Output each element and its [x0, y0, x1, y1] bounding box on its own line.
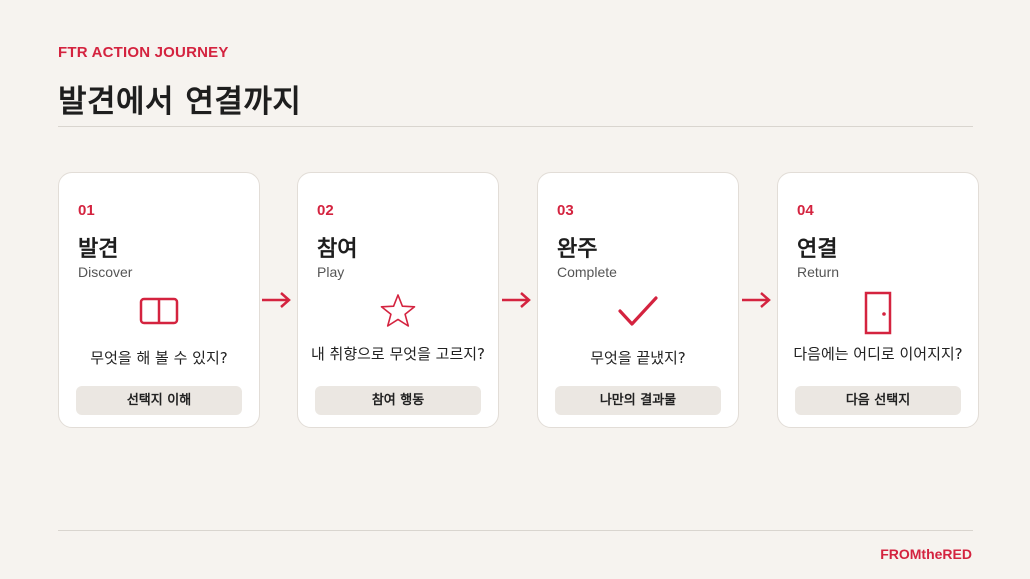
arrow-right-icon [502, 292, 531, 308]
brand-logo: FROMtheRED [880, 546, 972, 562]
checkmark-icon [538, 295, 738, 329]
step-question: 무엇을 해 볼 수 있지? [90, 349, 228, 367]
page-title: 발견에서 연결까지 [58, 84, 302, 120]
step-title: 완주 [557, 237, 598, 262]
step-card-return: 04 연결 Return 다음에는 어디로 이어지지? 다음 선택지 [777, 172, 979, 428]
step-subtitle: Return [797, 264, 840, 280]
step-card-discover: 01 발견 Discover 무엇을 해 볼 수 있지? 선택지 이해 [58, 172, 260, 428]
step-number: 04 [797, 202, 814, 219]
step-card-play: 02 참여 Play 내 취향으로 무엇을 고르지? 참여 행동 [297, 172, 499, 428]
door-icon [778, 291, 978, 335]
step-subtitle: Play [317, 264, 345, 280]
star-icon [298, 293, 498, 329]
step-title: 참여 [317, 237, 358, 262]
header-divider [58, 126, 973, 127]
step-question: 무엇을 끝냈지? [590, 349, 686, 367]
step-number: 02 [317, 202, 334, 219]
step-tag: 선택지 이해 [76, 386, 242, 415]
step-card-complete: 03 완주 Complete 무엇을 끝냈지? 나만의 결과물 [537, 172, 739, 428]
step-title: 발견 [78, 237, 119, 262]
arrow-right-icon [262, 292, 291, 308]
step-question: 내 취향으로 무엇을 고르지? [310, 345, 486, 363]
step-tag: 나만의 결과물 [555, 386, 721, 415]
step-title: 연결 [797, 237, 838, 262]
eyebrow-label: FTR ACTION JOURNEY [58, 44, 229, 61]
book-icon [59, 297, 259, 325]
step-tag: 참여 행동 [315, 386, 481, 415]
step-subtitle: Discover [78, 264, 133, 280]
step-number: 03 [557, 202, 574, 219]
step-question: 다음에는 어디로 이어지지? [793, 345, 963, 363]
step-tag: 다음 선택지 [795, 386, 961, 415]
step-number: 01 [78, 202, 95, 219]
step-subtitle: Complete [557, 264, 617, 280]
arrow-right-icon [742, 292, 771, 308]
footer-divider [58, 530, 973, 531]
